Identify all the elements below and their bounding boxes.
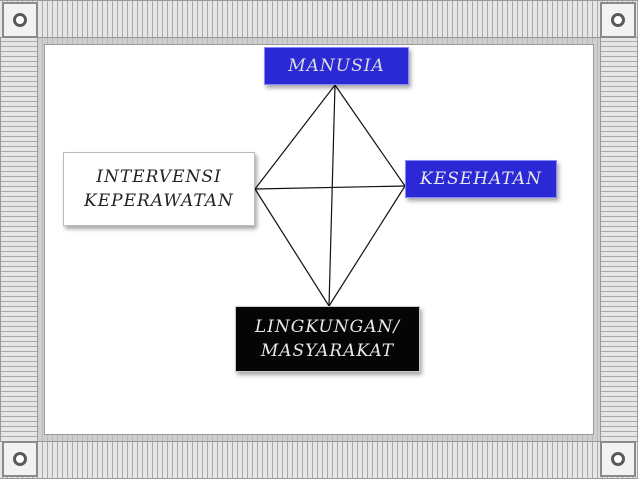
node-intervensi-line2: KEPERAWATAN (84, 191, 234, 211)
line-manusia-intervensi (254, 84, 336, 190)
node-intervensi-line1: INTERVENSI (96, 167, 222, 187)
node-kesehatan-label: KESEHATAN (420, 169, 542, 189)
bottom-frame-rail (0, 441, 638, 479)
node-lingkungan-line1: LINGKUNGAN/ (254, 317, 401, 337)
node-intervensi-keperawatan: INTERVENSI KEPERAWATAN (63, 152, 255, 226)
left-frame-rail (0, 0, 38, 479)
top-frame-rail (0, 0, 638, 38)
right-frame-rail (600, 0, 638, 479)
corner-ring-icon (2, 2, 38, 38)
line-intervensi-kesehatan (254, 185, 406, 190)
corner-ring-icon (600, 441, 636, 477)
line-intervensi-lingkungan (254, 188, 330, 307)
node-lingkungan-line2: MASYARAKAT (260, 341, 395, 361)
line-kesehatan-lingkungan (328, 185, 406, 307)
node-lingkungan-masyarakat: LINGKUNGAN/ MASYARAKAT (235, 306, 420, 372)
line-manusia-lingkungan (328, 84, 336, 307)
node-kesehatan: KESEHATAN (405, 160, 557, 198)
node-manusia-label: MANUSIA (288, 56, 385, 76)
node-manusia: MANUSIA (264, 47, 409, 85)
line-manusia-kesehatan (334, 84, 406, 187)
corner-ring-icon (2, 441, 38, 477)
corner-ring-icon (600, 2, 636, 38)
